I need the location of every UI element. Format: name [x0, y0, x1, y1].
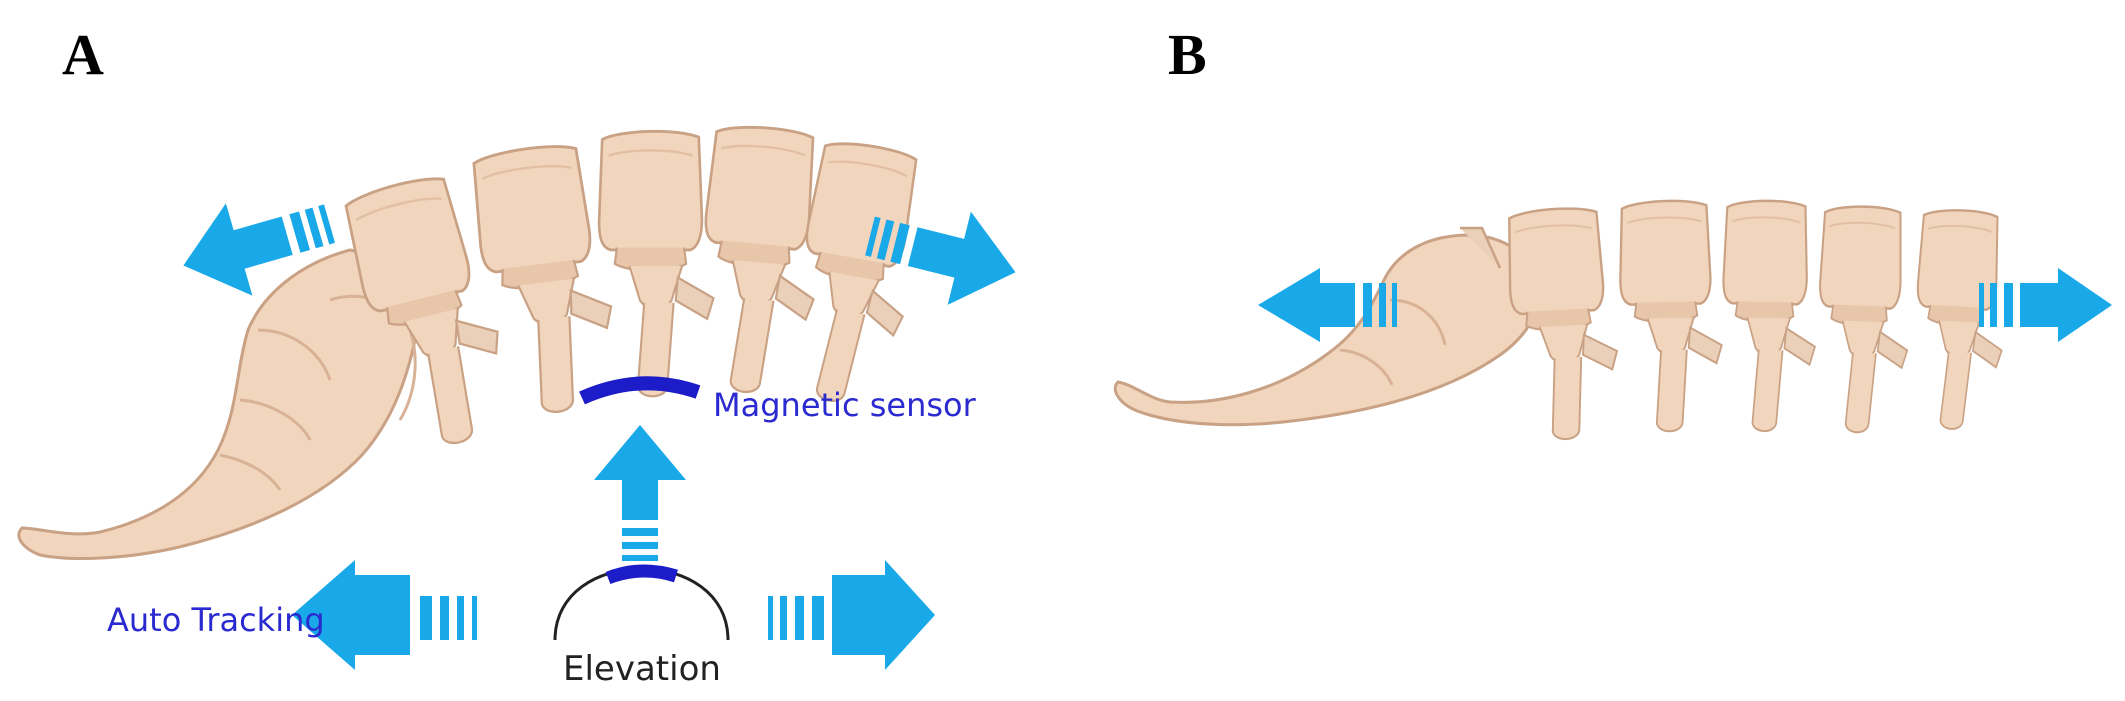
- panel-a-spine: [17, 121, 933, 561]
- panel-a-arrow-right-lower: [768, 560, 935, 670]
- magnetic-sensor-bar: [579, 376, 701, 405]
- panel-a-sacrum: [17, 248, 421, 561]
- panel-a-label: A: [62, 22, 104, 87]
- panel-b-sacrum: [1113, 233, 1541, 427]
- panel-a-arrow-up: [594, 425, 686, 572]
- panel-a-arrow-left-lower: [292, 560, 477, 670]
- panel-b-label: B: [1168, 22, 1207, 87]
- panel-b-arrow-left: [1258, 268, 1397, 342]
- panel-a-arrow-right-upper: [865, 211, 1016, 305]
- elevation-sensor-bar: [605, 564, 678, 585]
- elevation-label: Elevation: [563, 649, 721, 689]
- panel-b-spine: [1113, 198, 2011, 443]
- auto-tracking-label: Auto Tracking: [107, 601, 325, 639]
- panel-b-arrow-right: [1979, 268, 2112, 342]
- elevation-arc: [553, 567, 730, 641]
- magnetic-sensor-label: Magnetic sensor: [713, 386, 976, 424]
- panel-a-arrow-left-upper: [183, 203, 336, 296]
